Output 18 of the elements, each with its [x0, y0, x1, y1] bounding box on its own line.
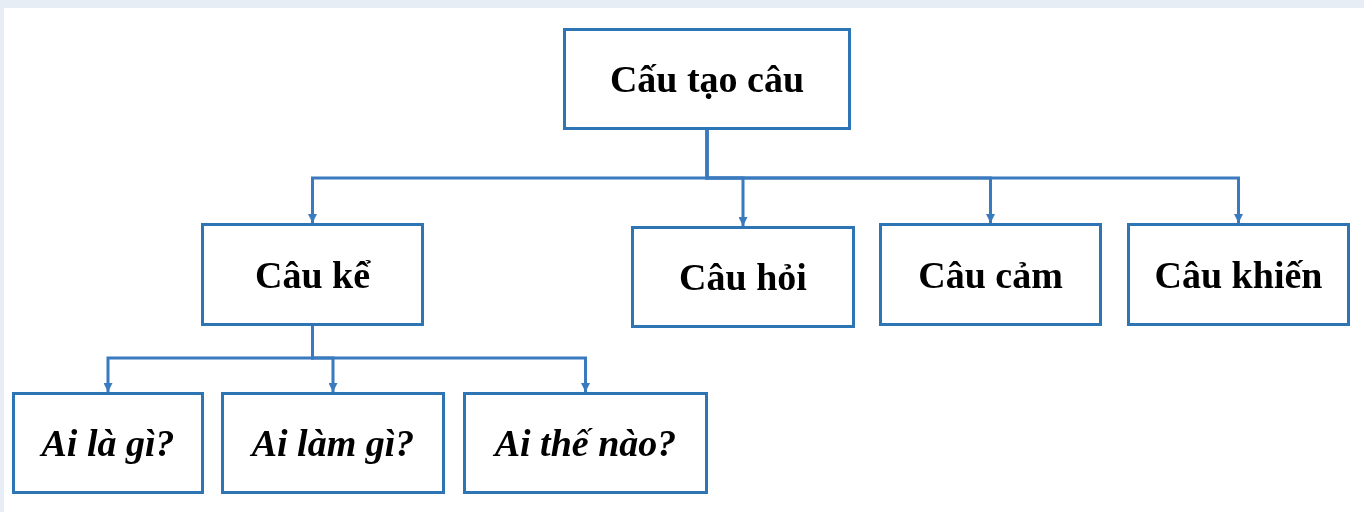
box-label: Câu hỏi [679, 255, 807, 299]
text-box [879, 223, 1102, 326]
box-label: Ai là gì? [41, 421, 175, 465]
box-label: Cấu tạo câu [609, 57, 805, 101]
text-box [631, 226, 855, 328]
text-box [1127, 223, 1350, 326]
text-box [563, 28, 851, 130]
box-label: Câu kể [254, 252, 371, 297]
connector-arrow [311, 326, 590, 392]
box-label: Câu khiến [1154, 252, 1323, 297]
text-box [221, 392, 445, 494]
connector-arrow [705, 130, 1243, 223]
text-box [463, 392, 708, 494]
text-box [201, 223, 424, 326]
text-box [12, 392, 204, 494]
box-label: Ai thế nào? [494, 421, 677, 465]
box-label: Câu cảm [918, 252, 1063, 297]
box-label: Ai làm gì? [251, 421, 415, 465]
